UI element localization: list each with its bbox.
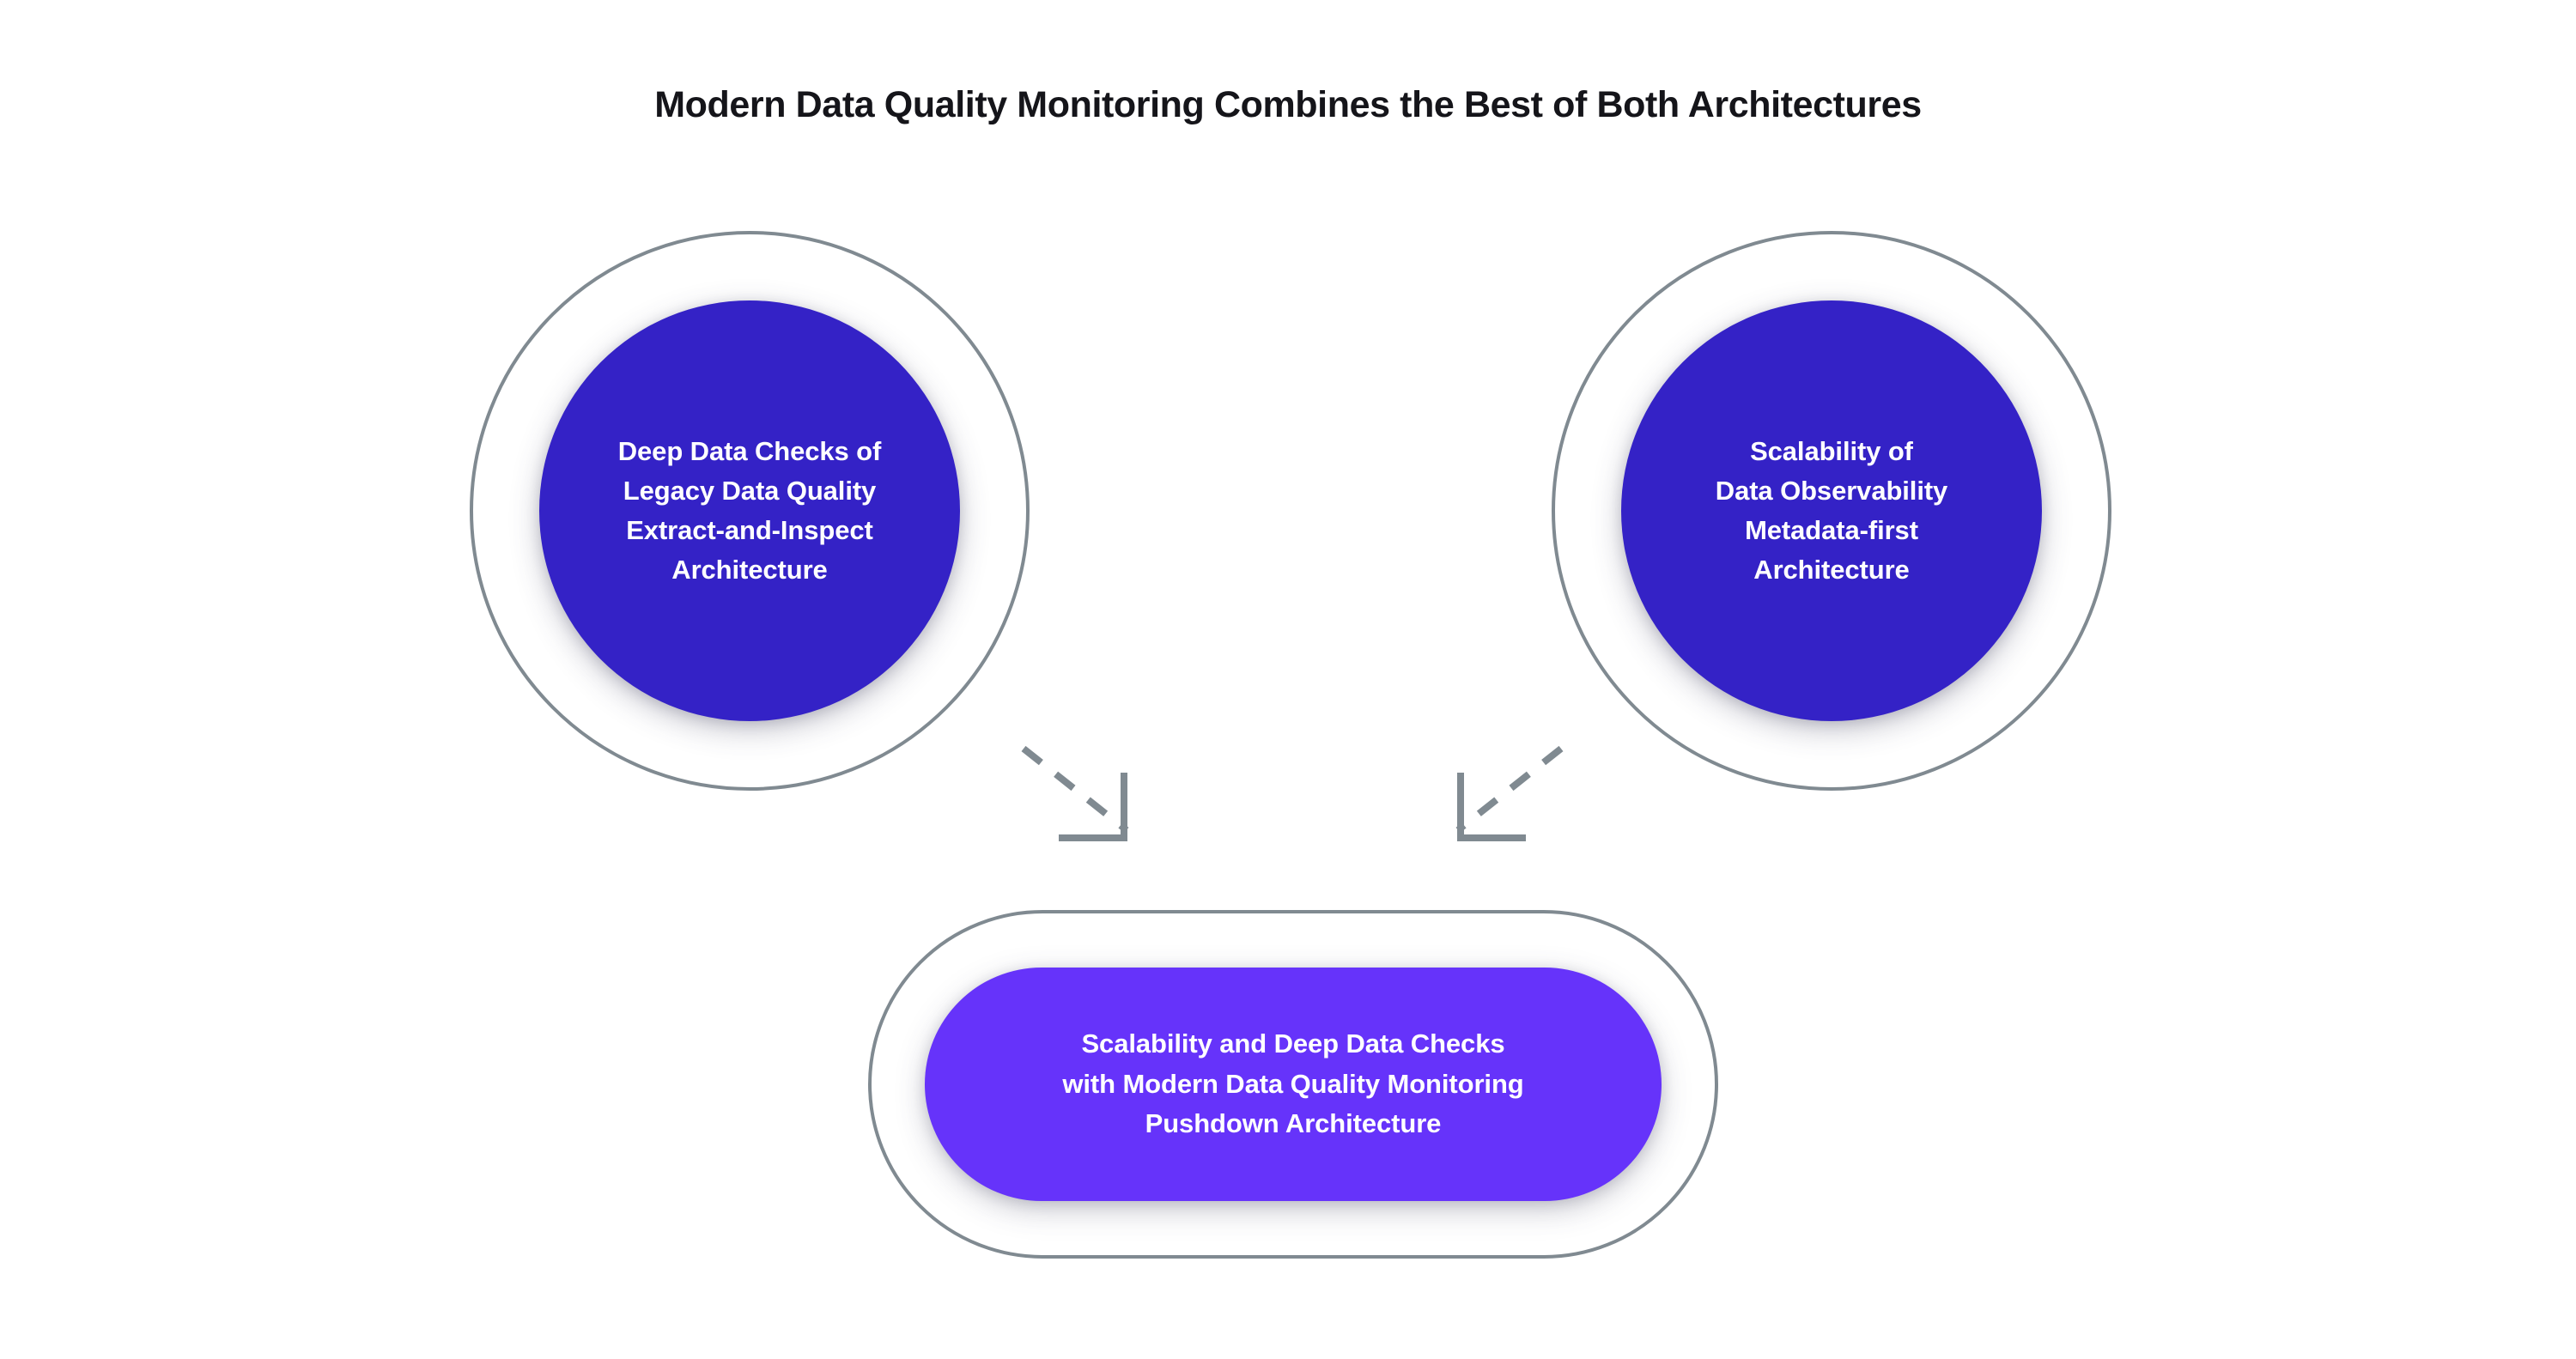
node-legacy-data-quality[interactable]: Deep Data Checks of Legacy Data Quality … — [470, 231, 1030, 791]
node-pushdown-label: Scalability and Deep Data Checks with Mo… — [1062, 1028, 1524, 1139]
connector-legacy-to-pushdown-icon — [1021, 745, 1129, 841]
node-legacy-core: Deep Data Checks of Legacy Data Quality … — [539, 300, 960, 721]
node-pushdown-core: Scalability and Deep Data Checks with Mo… — [925, 968, 1662, 1201]
page-title: Modern Data Quality Monitoring Combines … — [654, 84, 1922, 125]
node-legacy-label: Deep Data Checks of Legacy Data Quality … — [617, 436, 882, 585]
node-pushdown-architecture[interactable]: Scalability and Deep Data Checks with Mo… — [868, 910, 1718, 1259]
node-data-observability[interactable]: Scalability of Data Observability Metada… — [1552, 231, 2111, 791]
connector-observability-to-pushdown-icon — [1455, 745, 1564, 841]
node-observability-core: Scalability of Data Observability Metada… — [1621, 300, 2042, 721]
node-observability-label: Scalability of Data Observability Metada… — [1715, 436, 1948, 585]
